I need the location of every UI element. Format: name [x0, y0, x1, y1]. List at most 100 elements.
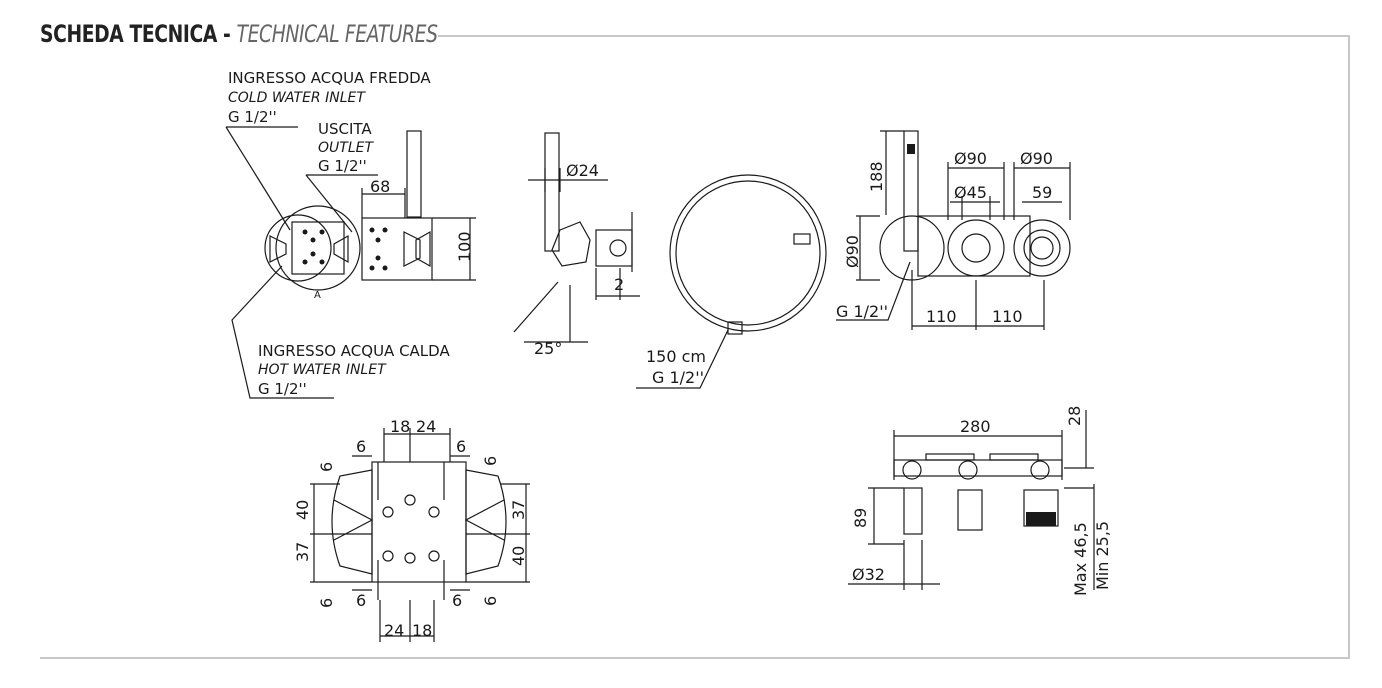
dim-min: Min 25,5: [1093, 521, 1112, 590]
plate-top-6-r: 6: [456, 437, 466, 456]
section-port-1: [902, 460, 922, 480]
section-port-3: [1030, 460, 1050, 480]
plate-view: 18 24 6 6 6 40 37 6 6 37 40 6 6 6 24 18: [293, 417, 530, 642]
top-rosette-mid-inner: [961, 233, 991, 263]
side-holder: [551, 221, 591, 267]
plate-wing-details: [333, 499, 505, 541]
dim-2: 2: [614, 275, 624, 294]
dim-d90-left-line: [856, 215, 880, 281]
section-hand-holder: [903, 487, 923, 535]
title-english: TECHNICAL FEATURES: [236, 20, 438, 48]
valve-right: [403, 230, 431, 268]
dim-d45-line: [950, 196, 1000, 220]
plate-left-dim-line: [310, 483, 372, 583]
plate-bot-dim-line: [379, 600, 435, 642]
plate-top-dim-line: [383, 428, 451, 462]
plate-top-18: 18: [390, 417, 410, 436]
side-view: Ø24 2 25°: [513, 132, 640, 358]
plate-right-40: 40: [509, 546, 528, 566]
dim-28-line: [1064, 410, 1094, 469]
dim-100-line: [432, 217, 476, 281]
plate-right-37: 37: [509, 500, 528, 520]
plate-slots: [377, 462, 445, 600]
top-thread-leader: [836, 261, 911, 321]
plate-bot-24: 24: [384, 621, 404, 640]
plate-body: [371, 461, 467, 583]
dim-max: Max 46,5: [1071, 522, 1090, 596]
mounting-plate-right: [361, 217, 433, 281]
dim-188-line: [880, 130, 904, 215]
plate-bot-18: 18: [412, 621, 432, 640]
plate-top-6-l: 6: [356, 437, 366, 456]
plate-left-40: 40: [293, 500, 312, 520]
plate-right-wing: [465, 469, 507, 575]
section-mixer-cap: [1026, 512, 1056, 526]
hose-outer: [669, 174, 827, 332]
dim-d24-line: [528, 168, 608, 192]
dim-d90-b: Ø90: [1020, 149, 1053, 168]
front-view: INGRESSO ACQUA FREDDA COLD WATER INLET G…: [225, 69, 476, 399]
dim-d32: Ø32: [852, 565, 885, 584]
plate-left-37: 37: [293, 542, 312, 562]
title-separator: -: [216, 20, 237, 48]
dim-280: 280: [960, 417, 991, 436]
plate-right-dim-line: [466, 483, 530, 583]
dim-d32-line: [848, 540, 940, 590]
dim-68-line: [361, 188, 406, 218]
cold-inlet-leader: [225, 126, 298, 231]
outlet-thread: G 1/2'': [318, 157, 367, 175]
plate-top-24: 24: [416, 417, 436, 436]
plate-bot-6-r: 6: [452, 591, 462, 610]
dim-280-line: [893, 430, 1063, 480]
hot-inlet-thread: G 1/2'': [258, 380, 307, 398]
dim-d90-b-line: [1013, 162, 1071, 220]
section-rosette-2: [989, 453, 1039, 461]
outlet-leader: [305, 174, 378, 233]
top-thread: G 1/2'': [836, 302, 888, 321]
dim-188: 188: [867, 161, 886, 192]
section-rosette-1: [925, 453, 975, 461]
dim-d45: Ø45: [954, 183, 987, 202]
dim-110-line: [911, 270, 1045, 330]
plate-left-6-top: 6: [317, 462, 336, 472]
plate-right-6-bot: 6: [481, 596, 500, 606]
dim-d90-a: Ø90: [954, 149, 987, 168]
dim-28: 28: [1065, 406, 1084, 426]
outlet-label-en: OUTLET: [318, 140, 374, 156]
dim-d24: Ø24: [566, 161, 599, 180]
top-rosette-right-inner: [1023, 229, 1061, 267]
section-plate: [893, 459, 1063, 477]
plate-left-6-bot: 6: [317, 598, 336, 608]
dim-max-min-line: [1064, 484, 1095, 590]
plate-holes: [382, 494, 440, 564]
dim-100: 100: [455, 231, 474, 262]
hot-inlet-leader: [231, 265, 334, 399]
dim-68: 68: [370, 177, 390, 196]
page-title: SCHEDA TECNICA - TECHNICAL FEATURES: [40, 20, 438, 48]
hose-view: 150 cm G 1/2'': [636, 174, 827, 389]
side-knob: [609, 239, 627, 257]
dim-59: 59: [1032, 183, 1052, 202]
hot-inlet-label-en: HOT WATER INLET: [258, 362, 387, 378]
dim-110-a: 110: [926, 307, 957, 326]
top-handshower: [903, 130, 919, 252]
top-rosette-right: [1013, 219, 1071, 277]
plate-bot-6-l: 6: [356, 591, 366, 610]
hose-leader: [636, 329, 729, 389]
title-italian: SCHEDA TECNICA: [40, 20, 217, 48]
top-view: 188 Ø90 Ø90 Ø45 59 Ø90 G 1/2'' 110 110: [836, 130, 1071, 330]
dim-89-line: [868, 487, 904, 545]
hose-length: 150 cm: [646, 347, 706, 366]
left-rosette: [264, 214, 332, 282]
dim-d90-a-line: [947, 162, 1005, 220]
header-rule: [438, 35, 1350, 37]
cold-inlet-thread: G 1/2'': [228, 108, 277, 126]
detail-circle-a: [275, 205, 361, 291]
hot-inlet-label-it: INGRESSO ACQUA CALDA: [258, 342, 450, 360]
top-rosette-right-core: [1030, 236, 1054, 260]
hose-inner: [675, 180, 821, 326]
section-diverter: [957, 489, 983, 531]
dim-25deg-line: [513, 281, 588, 343]
cold-inlet-label-en: COLD WATER INLET: [228, 90, 366, 106]
section-view: 280 28 89 Ø32 Max 46,5 Min 25,5: [848, 406, 1112, 596]
